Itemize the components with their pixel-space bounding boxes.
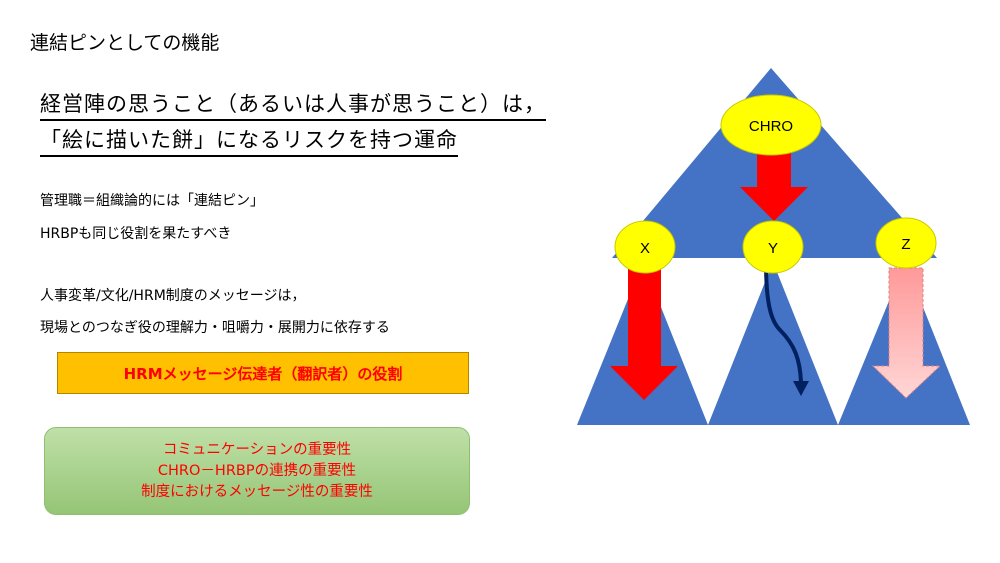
y-label: Y — [768, 240, 778, 257]
chro-arrow — [740, 148, 808, 221]
y-node — [742, 220, 804, 274]
y-curved-arrow — [764, 261, 803, 383]
body-line-4: 現場とのつなぎ役の理解力・咀嚼力・展開力に依存する — [40, 320, 390, 336]
body-line-2: HRBPも同じ役割を果たすべき — [40, 226, 232, 242]
translator-role-box: HRMメッセージ伝達者（翻訳者）の役割 — [57, 352, 469, 394]
translator-role-label: HRMメッセージ伝達者（翻訳者）の役割 — [123, 364, 403, 383]
slide-title: 連結ピンとしての機能 — [30, 32, 220, 54]
importance-line: 制度におけるメッセージ性の重要性 — [141, 483, 373, 500]
z-label: Z — [901, 236, 910, 253]
x-label: X — [640, 240, 650, 257]
importance-line: コミュニケーションの重要性 — [162, 441, 352, 458]
headline-line-2: 「絵に描いた餅」になるリスクを持つ運命 — [40, 124, 458, 157]
chro-node — [720, 94, 822, 156]
importance-line: CHRO－HRBPの連携の重要性 — [157, 462, 357, 479]
z-node — [875, 217, 937, 269]
importance-box: コミュニケーションの重要性 CHRO－HRBPの連携の重要性 制度におけるメッセ… — [44, 427, 470, 515]
y-arrowhead — [793, 381, 809, 396]
x-node — [614, 220, 676, 274]
middle-triangle — [708, 262, 838, 425]
body-line-3: 人事変革/文化/HRM制度のメッセージは， — [40, 288, 306, 304]
headline-line-1: 経営陣の思うこと（あるいは人事が思うこと）は， — [40, 88, 546, 121]
x-arrow — [610, 265, 678, 400]
body-line-1: 管理職＝組織論的には「連結ピン」 — [40, 193, 264, 209]
chro-label: CHRO — [749, 118, 793, 135]
z-arrow-faded — [871, 267, 942, 399]
